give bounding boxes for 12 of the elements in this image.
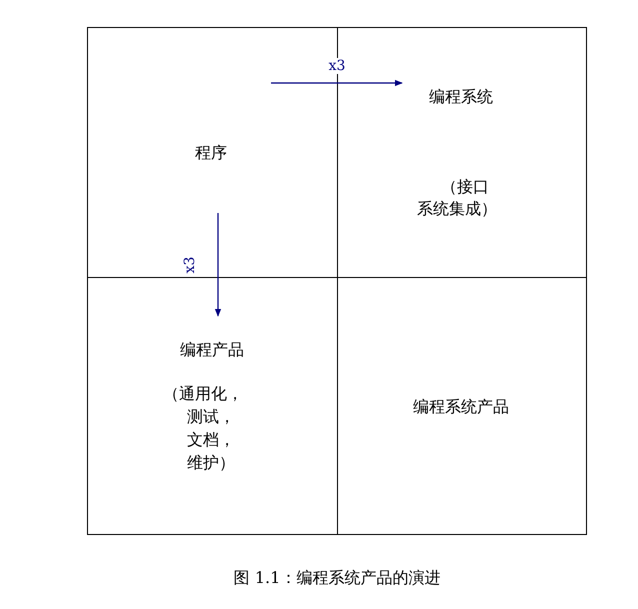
node-label: 程序 <box>195 142 227 164</box>
node-label: 编程系统产品 <box>413 396 509 418</box>
arrow <box>214 213 222 317</box>
node-note: （接口系统集成） <box>417 176 497 220</box>
quadrant-box <box>337 277 587 535</box>
arrow <box>271 80 403 86</box>
quadrant-box <box>87 277 338 535</box>
node-note: （通用化，测试，文档，维护） <box>163 383 243 474</box>
edge-label: x3 <box>328 58 346 74</box>
caption: 图 1.1：编程系统产品的演进 <box>234 567 440 589</box>
node-label: 编程系统 <box>429 86 493 108</box>
node-label: 编程产品 <box>180 339 244 361</box>
